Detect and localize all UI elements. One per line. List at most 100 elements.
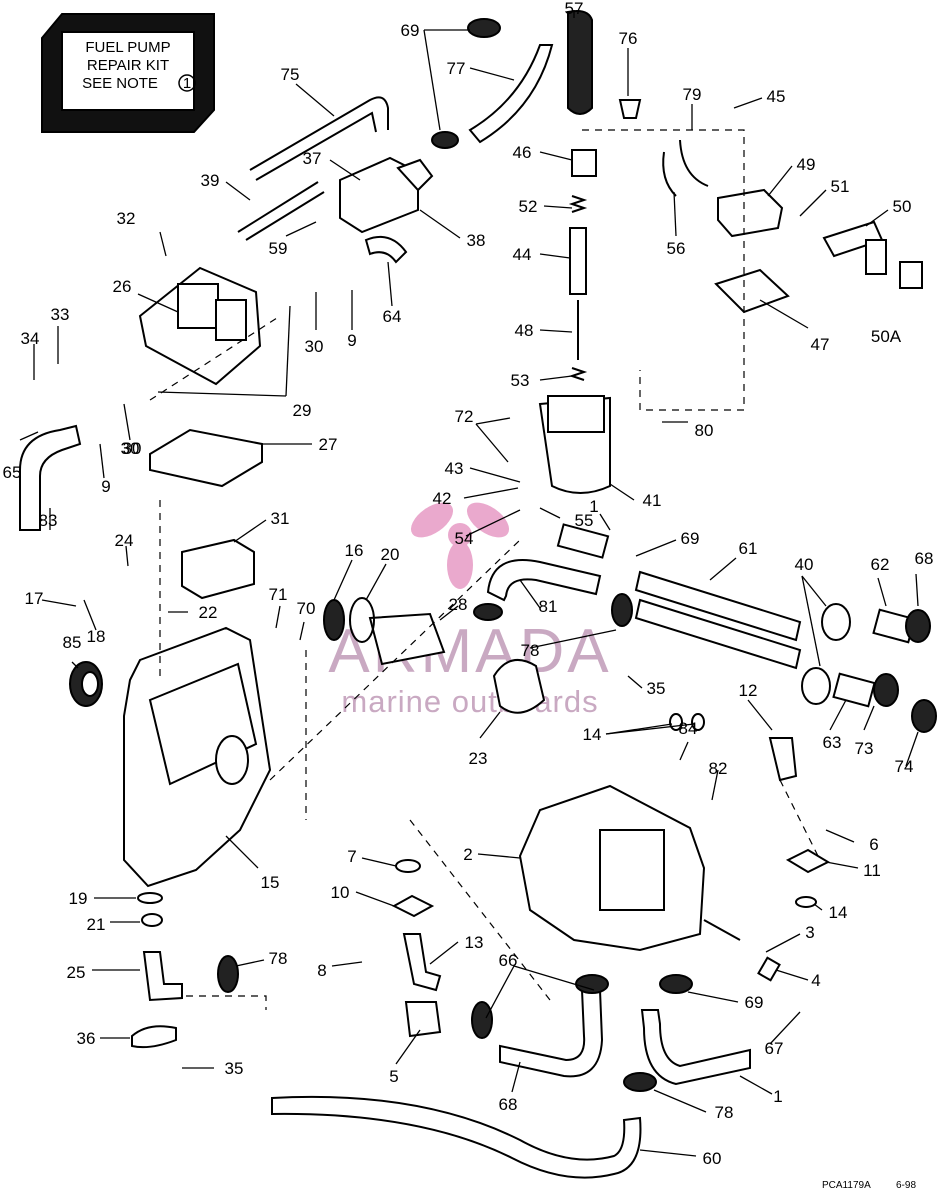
callout-18: 18 xyxy=(87,627,106,646)
callout-46: 46 xyxy=(513,143,532,162)
callout-83: 83 xyxy=(39,511,58,530)
callout-52: 52 xyxy=(519,197,538,216)
callout-39: 39 xyxy=(201,171,220,190)
callout-32: 32 xyxy=(117,209,136,228)
armada-watermark: ARMADA marine outboards xyxy=(328,502,611,719)
callout-31: 31 xyxy=(271,509,290,528)
callout-9-b: 9 xyxy=(101,477,110,496)
note-ref: 1 xyxy=(183,75,191,92)
callout-37: 37 xyxy=(303,149,322,168)
callout-80: 80 xyxy=(695,421,714,440)
callout-49: 49 xyxy=(797,155,816,174)
callout-45: 45 xyxy=(767,87,786,106)
callout-34: 34 xyxy=(21,329,40,348)
callout-78-a: 78 xyxy=(521,641,540,660)
callout-44: 44 xyxy=(513,245,532,264)
callout-70: 70 xyxy=(297,599,316,618)
callout-85: 85 xyxy=(63,633,82,652)
callout-48: 48 xyxy=(515,321,534,340)
callout-72: 72 xyxy=(455,407,474,426)
fuel-pump-repair-kit-note: FUEL PUMP REPAIR KIT SEE NOTE 1 xyxy=(41,13,215,133)
callout-67: 67 xyxy=(765,1039,784,1058)
callout-9-a: 9 xyxy=(347,331,356,350)
callout-53: 53 xyxy=(511,371,530,390)
callout-74: 74 xyxy=(895,757,914,776)
callout-30-a: 30 xyxy=(305,337,324,356)
callout-29: 29 xyxy=(293,401,312,420)
callout-16: 16 xyxy=(345,541,364,560)
callout-78-b: 78 xyxy=(269,949,288,968)
callout-1-a: 1 xyxy=(589,497,598,516)
callout-56: 56 xyxy=(667,239,686,258)
callout-38: 38 xyxy=(467,231,486,250)
callout-81: 81 xyxy=(539,597,558,616)
callout-20: 20 xyxy=(381,545,400,564)
callout-77: 77 xyxy=(447,59,466,78)
callout-41: 41 xyxy=(643,491,662,510)
callout-23: 23 xyxy=(469,749,488,768)
propeller-logo-icon xyxy=(410,502,510,589)
callout-73: 73 xyxy=(855,739,874,758)
callout-62: 62 xyxy=(871,555,890,574)
callout-36: 36 xyxy=(77,1029,96,1048)
callout-63: 63 xyxy=(823,733,842,752)
callout-6: 6 xyxy=(869,835,878,854)
callout-54: 54 xyxy=(455,529,474,548)
drawing-footer: PCA1179A 6-98 xyxy=(822,1180,916,1191)
callout-30-c: 30 xyxy=(121,439,140,458)
callout-17: 17 xyxy=(25,589,44,608)
callout-47: 47 xyxy=(811,335,830,354)
callout-43: 43 xyxy=(445,459,464,478)
callout-4: 4 xyxy=(811,971,820,990)
leader-lines xyxy=(19,10,919,1157)
callout-7: 7 xyxy=(347,847,356,866)
callout-33: 33 xyxy=(51,305,70,324)
watermark-tagline: marine outboards xyxy=(341,684,598,719)
callout-14-b: 14 xyxy=(829,903,848,922)
callout-42: 42 xyxy=(433,489,452,508)
callout-75: 75 xyxy=(281,65,300,84)
callout-35-a: 35 xyxy=(647,679,666,698)
callout-26: 26 xyxy=(113,277,132,296)
drawing-date: 6-98 xyxy=(896,1180,916,1191)
callout-55: 55 xyxy=(575,511,594,530)
callout-15: 15 xyxy=(261,873,280,892)
callout-13: 13 xyxy=(465,933,484,952)
callout-19: 19 xyxy=(69,889,88,908)
note-line-2: REPAIR KIT xyxy=(87,57,169,74)
callout-35-b: 35 xyxy=(225,1059,244,1078)
callout-69-top: 69 xyxy=(401,21,420,40)
callout-76: 76 xyxy=(619,29,638,48)
callout-11: 11 xyxy=(863,861,881,880)
callout-10: 10 xyxy=(331,883,350,902)
callout-69-mid: 69 xyxy=(681,529,700,548)
callout-51: 51 xyxy=(831,177,850,196)
callout-labels: 69 57 76 75 77 79 45 46 49 39 37 51 50 5… xyxy=(3,0,934,1168)
callout-60: 60 xyxy=(703,1149,722,1168)
callout-30-b: 30 xyxy=(123,439,142,458)
callout-2: 2 xyxy=(463,845,472,864)
callout-57: 57 xyxy=(565,0,584,18)
note-line-3: SEE NOTE xyxy=(82,75,158,92)
callout-66: 66 xyxy=(499,951,518,970)
callout-79: 79 xyxy=(683,85,702,104)
callout-68-b: 68 xyxy=(499,1095,518,1114)
callout-3: 3 xyxy=(805,923,814,942)
callout-40: 40 xyxy=(795,555,814,574)
callout-78-c: 78 xyxy=(715,1103,734,1122)
callout-27: 27 xyxy=(319,435,338,454)
note-line-1: FUEL PUMP xyxy=(85,39,170,56)
callout-22: 22 xyxy=(199,603,218,622)
callout-61: 61 xyxy=(739,539,758,558)
watermark-brand: ARMADA xyxy=(328,617,611,686)
callout-50: 50 xyxy=(893,197,912,216)
callout-71: 71 xyxy=(269,585,288,604)
callout-68-a: 68 xyxy=(915,549,934,568)
callout-69-bottom: 69 xyxy=(745,993,764,1012)
callout-50A: 50A xyxy=(871,327,902,346)
callout-8: 8 xyxy=(317,961,326,980)
drawing-code: PCA1179A xyxy=(822,1180,871,1191)
callout-84: 84 xyxy=(679,719,698,738)
callout-14-a: 14 xyxy=(583,725,602,744)
